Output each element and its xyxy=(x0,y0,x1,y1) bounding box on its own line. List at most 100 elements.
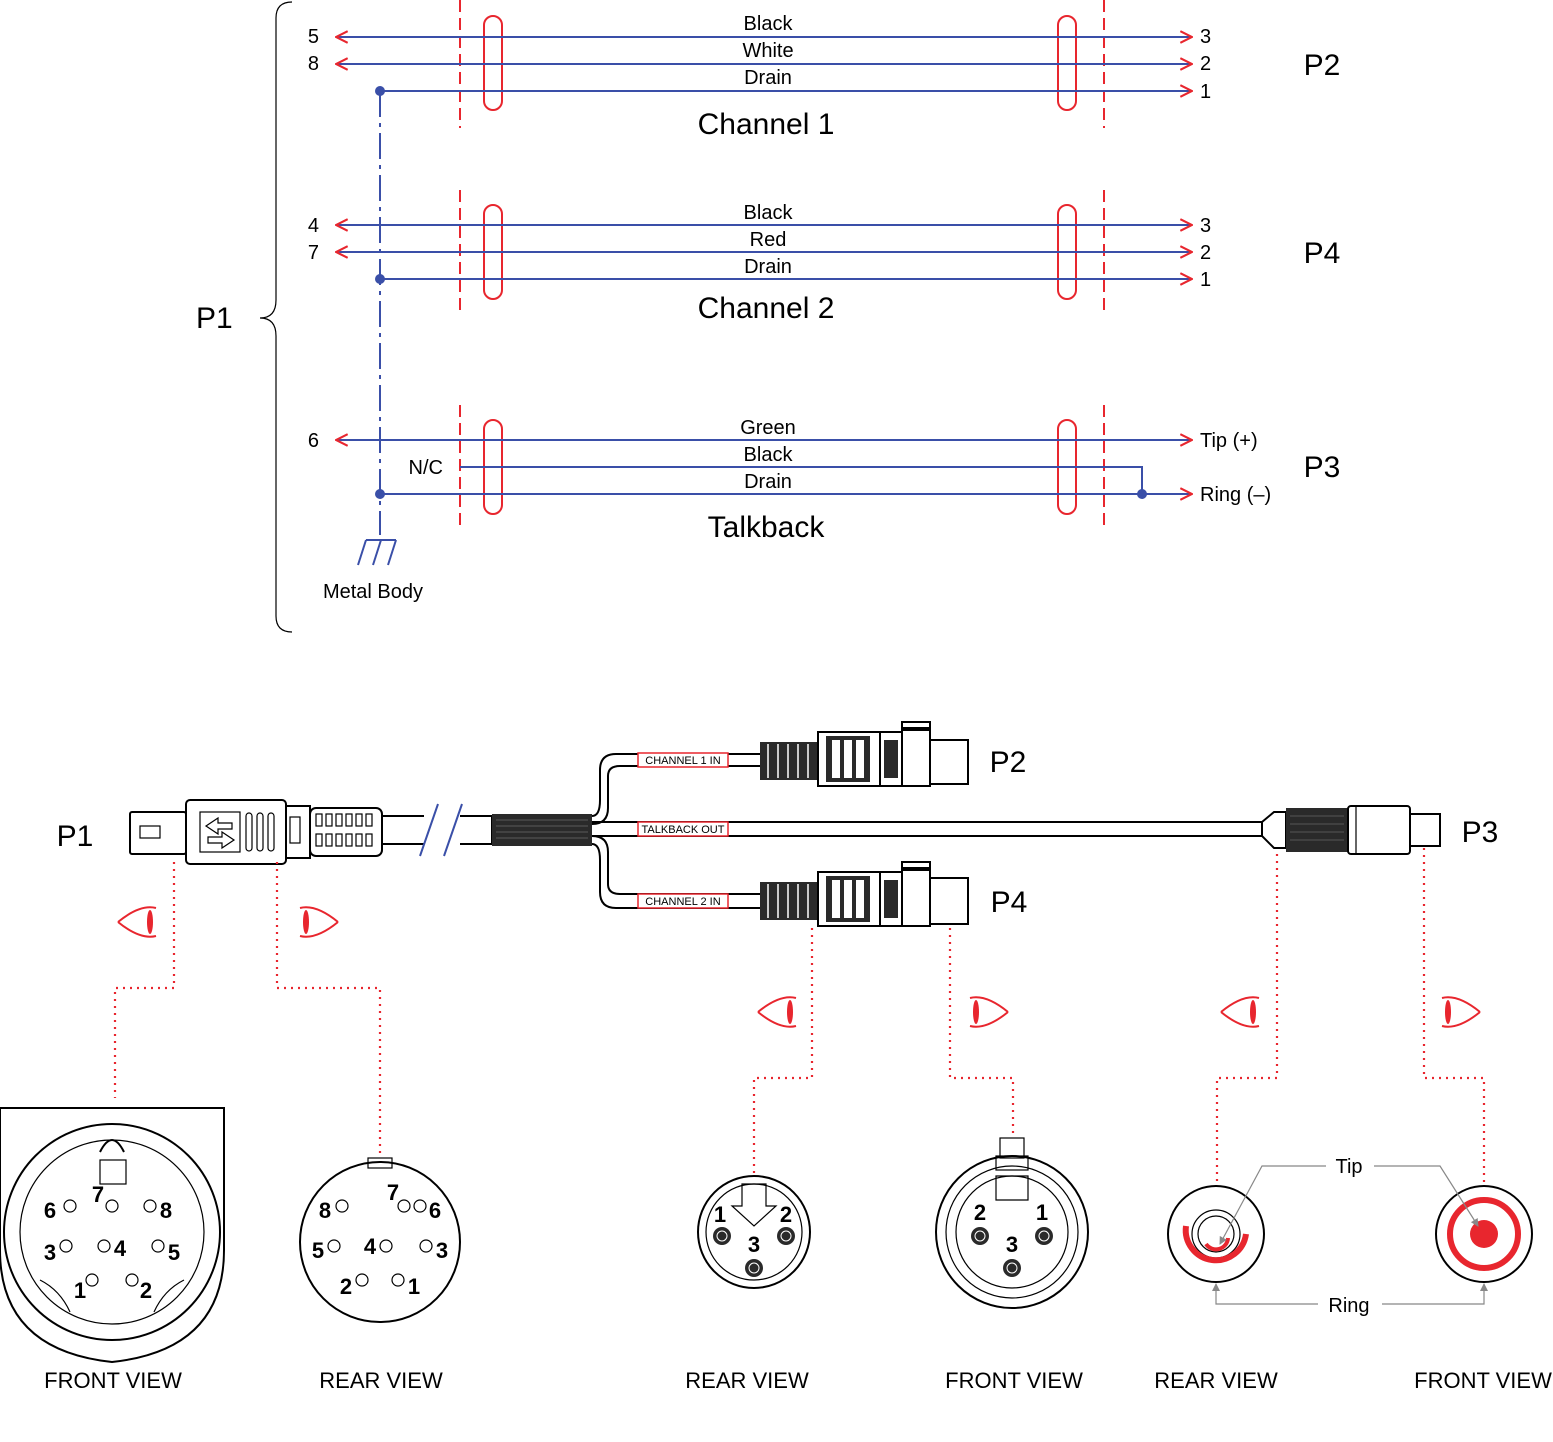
din-front-pin-4: 4 xyxy=(114,1236,127,1261)
ch2-label-red: Red xyxy=(750,229,787,251)
leader-p4-rear xyxy=(752,928,814,1178)
eye-icon-p3-rear xyxy=(1220,996,1260,1028)
tb-p1-pin-green: 6 xyxy=(308,430,319,452)
splitter-boot xyxy=(492,814,592,846)
din-rear-pin-4: 4 xyxy=(364,1234,377,1259)
view-leaders xyxy=(113,848,1486,1182)
ch2-far-pin-black: 3 xyxy=(1200,215,1211,237)
tb-label-green: Green xyxy=(740,417,796,439)
p1-rear-view-label: REAR VIEW xyxy=(319,1368,443,1393)
tb-p1-nc: N/C xyxy=(409,457,443,479)
xlr-front-pin-3: 3 xyxy=(1006,1232,1018,1257)
eye-icon-p3-front xyxy=(1441,996,1481,1028)
tb-wire-black xyxy=(460,466,1143,494)
tip-label: Tip xyxy=(1335,1156,1362,1178)
din-rear-pin-1: 1 xyxy=(408,1274,420,1299)
p4-xlr-rear-view: 1 2 3 xyxy=(697,1175,811,1289)
ch2-label-drain: Drain xyxy=(744,256,792,278)
p3-front-view-label: FRONT VIEW xyxy=(1414,1368,1552,1393)
p1-din-rear-view: 8 7 6 5 4 3 2 1 xyxy=(299,1157,461,1323)
branch-ch1-inner xyxy=(591,765,760,825)
tb-label-drain: Drain xyxy=(744,471,792,493)
cable-break-right xyxy=(443,803,463,857)
din-rear-pin-5: 5 xyxy=(312,1238,324,1263)
eye-icon-p4-front xyxy=(969,996,1009,1028)
leader-p1-rear xyxy=(275,862,382,1158)
ch1-connector-label: P2 xyxy=(1304,49,1341,82)
p2-xlr-plug xyxy=(760,721,969,787)
p4-front-view-label: FRONT VIEW xyxy=(945,1368,1083,1393)
din-front-pin-8: 8 xyxy=(160,1198,172,1223)
p3-rear-view-label: REAR VIEW xyxy=(1154,1368,1278,1393)
tb-label-black: Black xyxy=(744,444,794,466)
din-rear-pin-8: 8 xyxy=(319,1198,331,1223)
tb-ring-node xyxy=(1137,489,1147,499)
din-rear-pin-7: 7 xyxy=(387,1180,399,1205)
p4-rear-view-label: REAR VIEW xyxy=(685,1368,809,1393)
channel-1-title: Channel 1 xyxy=(698,108,835,141)
ground-label: Metal Body xyxy=(323,581,423,603)
cable-break-left xyxy=(419,803,439,857)
ch1-p1-pin-white: 8 xyxy=(308,53,319,75)
p1-brace xyxy=(259,1,293,633)
ch2-connector-label: P4 xyxy=(1304,237,1341,270)
ch1-label-drain: Drain xyxy=(744,67,792,89)
tip-ring-callouts: Tip Ring xyxy=(1212,1156,1488,1317)
talkback-title: Talkback xyxy=(708,511,826,544)
p3-jack-front-view xyxy=(1435,1185,1533,1283)
eye-icon-p1-rear xyxy=(299,906,339,938)
ch1-far-pin-black: 3 xyxy=(1200,26,1211,48)
xlr-front-pin-1: 1 xyxy=(1036,1200,1048,1225)
ch2-far-pin-red: 2 xyxy=(1200,242,1211,264)
tag-talkback-text: TALKBACK OUT xyxy=(642,824,725,836)
channel-2-title: Channel 2 xyxy=(698,292,835,325)
p3-jack-plug xyxy=(1261,805,1441,855)
p1-cable-label: P1 xyxy=(57,820,94,853)
leader-p3-front xyxy=(1422,848,1486,1182)
p1-front-view-label: FRONT VIEW xyxy=(44,1368,182,1393)
ch2-far-pin-drain: 1 xyxy=(1200,269,1211,291)
ring-label: Ring xyxy=(1328,1295,1369,1317)
cable-illustration: P1 CHANNEL 1 IN TALKBACK OUT CHANNEL 2 I… xyxy=(57,721,1499,927)
tb-connector-label: P3 xyxy=(1304,451,1341,484)
tag-ch2 xyxy=(637,893,729,909)
eye-icon-p4-rear xyxy=(757,996,797,1028)
ch2-label-black: Black xyxy=(744,202,794,224)
p2-cable-label: P2 xyxy=(990,746,1027,779)
xlr-rear-pin-1: 1 xyxy=(714,1202,726,1227)
din-rear-pin-2: 2 xyxy=(340,1274,352,1299)
tag-talkback xyxy=(637,821,729,837)
p1-din-plug xyxy=(129,799,383,865)
p4-xlr-front-view: 2 1 3 xyxy=(935,1137,1089,1309)
leader-p3-rear xyxy=(1215,854,1279,1182)
p3-cable-label: P3 xyxy=(1462,816,1499,849)
din-front-pin-5: 5 xyxy=(168,1240,180,1265)
ch1-far-pin-drain: 1 xyxy=(1200,81,1211,103)
ground-icon xyxy=(357,539,397,566)
ch1-far-pin-white: 2 xyxy=(1200,53,1211,75)
xlr-front-pin-2: 2 xyxy=(974,1200,986,1225)
ch1-label-white: White xyxy=(742,40,793,62)
tag-ch2-text: CHANNEL 2 IN xyxy=(645,896,720,908)
xlr-rear-pin-2: 2 xyxy=(780,1202,792,1227)
din-front-pin-2: 2 xyxy=(140,1278,152,1303)
din-front-pin-1: 1 xyxy=(74,1278,86,1303)
branch-ch1-outer xyxy=(591,753,760,817)
p3-jack-rear-view xyxy=(1167,1185,1265,1283)
schematic: P1 Black White Drain 5 8 3 2 1 Channel 1… xyxy=(196,0,1341,633)
branch-ch2-outer xyxy=(591,843,760,909)
xlr-rear-pin-3: 3 xyxy=(748,1232,760,1257)
branch-ch2-inner xyxy=(591,835,760,895)
ch2-p1-pin-black: 4 xyxy=(308,215,319,237)
leader-p1-front xyxy=(113,862,176,1098)
ch1-label-black: Black xyxy=(744,13,794,35)
ch2-p1-pin-red: 7 xyxy=(308,242,319,264)
din-front-pin-3: 3 xyxy=(44,1240,56,1265)
p4-xlr-plug xyxy=(760,861,969,927)
p4-cable-label: P4 xyxy=(991,886,1028,919)
din-rear-pin-3: 3 xyxy=(436,1238,448,1263)
tag-ch1 xyxy=(637,752,729,768)
tb-far-pin-ring: Ring (–) xyxy=(1200,484,1271,506)
